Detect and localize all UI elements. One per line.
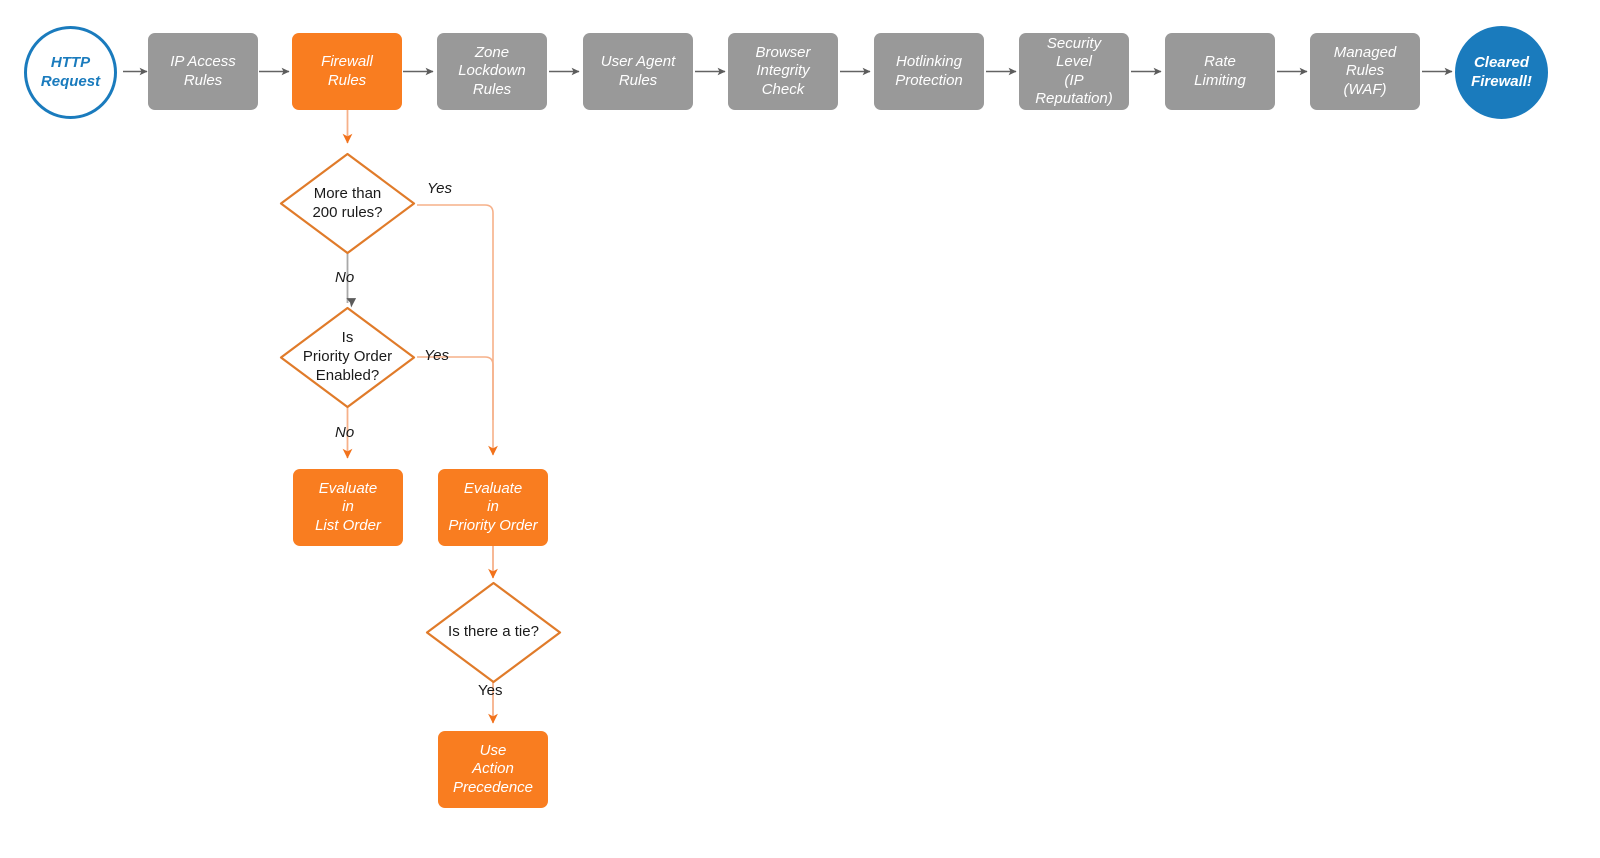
- node-label: HTTP Request: [40, 54, 101, 90]
- node-evaluate-in-list-order[interactable]: Evaluate in List Order: [293, 469, 403, 546]
- node-label: Hotlinking Protection: [895, 53, 963, 89]
- node-cleared-firewall[interactable]: Cleared Firewall!: [1455, 26, 1548, 119]
- node-label: Security Level (IP Reputation): [1035, 34, 1113, 107]
- edge-label-priority-enabled-yes: Yes: [424, 347, 450, 364]
- node-label: IP Access Rules: [170, 53, 236, 89]
- edge-label-more-than-200-yes: Yes: [427, 180, 453, 197]
- node-label: Use Action Precedence: [452, 742, 534, 796]
- node-use-action-precedence[interactable]: Use Action Precedence: [438, 731, 548, 808]
- node-browser-integrity-check[interactable]: Browser Integrity Check: [728, 33, 838, 110]
- diamond-shape: [279, 152, 416, 255]
- decision-is-there-a-tie[interactable]: Is there a tie?: [424, 580, 563, 685]
- node-http-request[interactable]: HTTP Request: [24, 26, 117, 119]
- node-security-level[interactable]: Security Level (IP Reputation): [1019, 33, 1129, 110]
- node-zone-lockdown-rules[interactable]: Zone Lockdown Rules: [437, 33, 547, 110]
- node-user-agent-rules[interactable]: User Agent Rules: [583, 33, 693, 110]
- node-rate-limiting[interactable]: Rate Limiting: [1165, 33, 1275, 110]
- node-label: Managed Rules (WAF): [1333, 44, 1397, 98]
- node-label: Browser Integrity Check: [755, 44, 811, 98]
- node-hotlinking-protection[interactable]: Hotlinking Protection: [874, 33, 984, 110]
- edge-label-tie-yes: Yes: [478, 682, 503, 699]
- node-firewall-rules[interactable]: Firewall Rules: [292, 33, 402, 110]
- decision-more-than-200-rules[interactable]: More than 200 rules?: [278, 151, 417, 256]
- node-ip-access-rules[interactable]: IP Access Rules: [148, 33, 258, 110]
- node-evaluate-in-priority-order[interactable]: Evaluate in Priority Order: [438, 469, 548, 546]
- edge-decision1-yes: [417, 204, 498, 456]
- node-label: Evaluate in List Order: [315, 480, 381, 534]
- diamond-shape: [425, 581, 562, 684]
- edge-label-priority-enabled-no: No: [335, 424, 355, 441]
- node-label: User Agent Rules: [600, 53, 676, 89]
- edge-decision2-yes: [417, 356, 494, 420]
- node-label: Firewall Rules: [321, 53, 373, 89]
- diamond-shape: [279, 306, 416, 409]
- node-label: Rate Limiting: [1194, 53, 1246, 89]
- decision-priority-order-enabled[interactable]: Is Priority Order Enabled?: [278, 305, 417, 410]
- node-label: Zone Lockdown Rules: [458, 44, 526, 98]
- edge-label-more-than-200-no: No: [335, 269, 355, 286]
- node-label: Evaluate in Priority Order: [448, 480, 538, 534]
- node-managed-rules-waf[interactable]: Managed Rules (WAF): [1310, 33, 1420, 110]
- node-label: Cleared Firewall!: [1471, 54, 1532, 90]
